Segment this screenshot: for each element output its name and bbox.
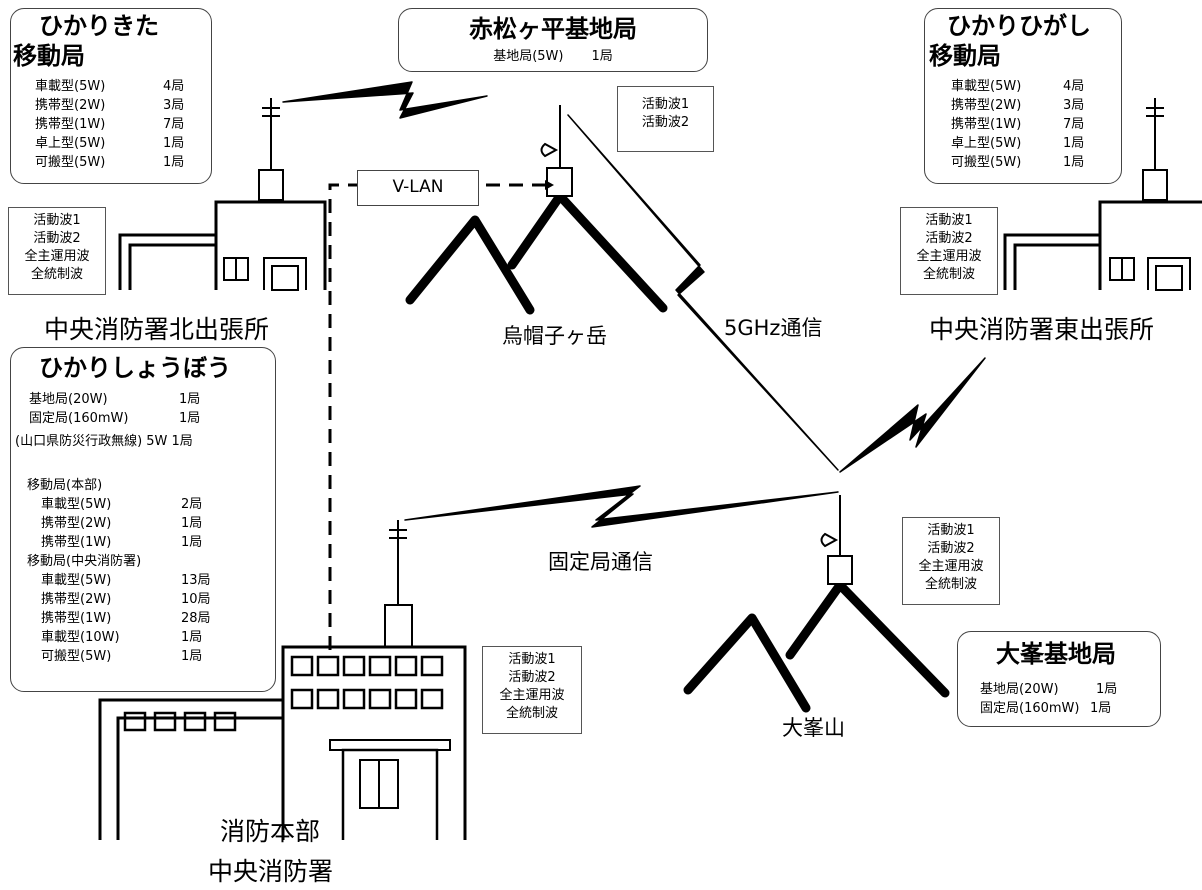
wave-label: 全主運用波 <box>24 249 90 264</box>
east-waves-box: 活動波1 活動波2 全主運用波 全統制波 <box>900 207 998 295</box>
north-title-line1: ひかりきた <box>39 12 159 40</box>
omine-title: 大峯基地局 <box>996 640 1116 668</box>
wave-label: 活動波2 <box>508 670 556 685</box>
wave-label: 活動波1 <box>927 523 975 538</box>
north-radio-link <box>282 81 488 119</box>
wave-label: 活動波2 <box>641 115 690 130</box>
omine-items: 基地局(20W)1局 固定局(160mW)1局 <box>980 680 1117 718</box>
north-antenna <box>262 98 280 170</box>
omine-waves-box: 活動波1 活動波2 全主運用波 全統制波 <box>902 517 1000 605</box>
hikari-line: 固定局(160mW)1局 <box>29 411 201 426</box>
wave-label: 活動波1 <box>925 213 973 228</box>
east-branch-building <box>1003 169 1202 291</box>
akamatsu-dish <box>540 142 559 158</box>
akamatsu-item-row: 基地局(5W) 1局 <box>399 45 707 64</box>
hq-label-line1: 消防本部 <box>220 817 321 846</box>
east-item: 車載型(5W)4局 <box>951 79 1085 94</box>
wave-label: 全主運用波 <box>499 688 565 703</box>
akamatsu-waves-box: 活動波1 活動波2 <box>617 86 714 152</box>
omine-station-box <box>827 555 853 585</box>
wave-label: 活動波2 <box>33 231 81 246</box>
north-item: 携帯型(1W)7局 <box>35 117 185 132</box>
vlan-link <box>328 183 545 650</box>
omine-mountain-label: 大峯山 <box>782 716 845 740</box>
akamatsu-box: 赤松ヶ平基地局 基地局(5W) 1局 <box>398 8 708 72</box>
east-title-line1: ひかりひがし <box>947 12 1091 40</box>
east-branch-label: 中央消防署東出張所 <box>929 315 1155 344</box>
hikari-pref-line: (山口県防災行政無線) 5W 1局 <box>15 434 193 449</box>
omine-dish <box>820 532 839 548</box>
chuo-line: 車載型(10W)1局 <box>41 630 203 645</box>
akamatsu-count: 1局 <box>591 49 613 64</box>
link-fixed-label: 固定局通信 <box>548 550 653 574</box>
chuo-line: 可搬型(5W)1局 <box>41 649 203 664</box>
hikari-line: 基地局(20W)1局 <box>29 392 201 407</box>
honbu-line: 携帯型(1W)1局 <box>41 535 203 550</box>
north-item: 車載型(5W)4局 <box>35 79 185 94</box>
chuo-line: 携帯型(2W)10局 <box>41 592 211 607</box>
hikari-shobo-box: ひかりしょうぼう 基地局(20W)1局 固定局(160mW)1局 (山口県防災行… <box>10 347 276 692</box>
eboshi-label: 烏帽子ヶ岳 <box>502 324 607 348</box>
akamatsu-item: 基地局(5W) <box>493 49 564 64</box>
east-title-line2: 移動局 <box>929 42 1001 70</box>
north-branch-label: 中央消防署北出張所 <box>44 315 270 344</box>
eboshi-mountain <box>405 191 668 315</box>
honbu-line: 車載型(5W)2局 <box>41 497 203 512</box>
link-fixed <box>404 485 839 528</box>
east-antenna <box>1146 98 1164 170</box>
east-items: 車載型(5W)4局 携帯型(2W)3局 携帯型(1W)7局 卓上型(5W)1局 … <box>951 77 1084 172</box>
chuo-header: 移動局(中央消防署) <box>27 554 142 569</box>
north-item: 卓上型(5W)1局 <box>35 136 185 151</box>
link-5ghz <box>567 114 839 471</box>
wave-label: 全統制波 <box>924 577 977 592</box>
honbu-line: 携帯型(2W)1局 <box>41 516 203 531</box>
wave-label: 全統制波 <box>30 267 83 282</box>
chuo-line: 車載型(5W)13局 <box>41 573 211 588</box>
east-item: 携帯型(2W)3局 <box>951 98 1085 113</box>
vlan-label-box: V-LAN <box>357 170 479 206</box>
wave-label: 全統制波 <box>505 706 558 721</box>
wave-label: 活動波1 <box>508 652 556 667</box>
akamatsu-title: 赤松ヶ平基地局 <box>469 15 637 43</box>
omine-base-box: 大峯基地局 基地局(20W)1局 固定局(160mW)1局 <box>957 631 1161 727</box>
omine-item: 固定局(160mW)1局 <box>980 701 1112 716</box>
east-item: 可搬型(5W)1局 <box>951 155 1085 170</box>
east-item: 卓上型(5W)1局 <box>951 136 1085 151</box>
akamatsu-station-box <box>546 167 573 197</box>
wave-label: 全統制波 <box>922 267 975 282</box>
north-item: 携帯型(2W)3局 <box>35 98 185 113</box>
hq-waves-box: 活動波1 活動波2 全主運用波 全統制波 <box>482 646 582 734</box>
east-item: 携帯型(1W)7局 <box>951 117 1085 132</box>
link-5ghz-label: 5GHz通信 <box>724 316 823 340</box>
wave-label: 活動波2 <box>925 231 973 246</box>
north-branch-building <box>118 169 327 291</box>
hq-antenna <box>389 520 407 605</box>
wave-label: 活動波1 <box>33 213 81 228</box>
wave-label: 全主運用波 <box>918 559 984 574</box>
omine-item: 基地局(20W)1局 <box>980 682 1118 697</box>
wave-label: 全主運用波 <box>916 249 982 264</box>
chuo-lines: 車載型(5W)13局 携帯型(2W)10局 携帯型(1W)28局 車載型(10W… <box>41 571 211 666</box>
hikari-title: ひかりしょうぼう <box>39 354 231 382</box>
vlan-label: V-LAN <box>392 177 444 197</box>
north-items: 車載型(5W)4局 携帯型(2W)3局 携帯型(1W)7局 卓上型(5W)1局 … <box>35 77 184 172</box>
wave-label: 活動波2 <box>927 541 975 556</box>
honbu-header: 移動局(本部) <box>27 478 103 493</box>
link-east <box>839 357 986 473</box>
east-mobile-box: ひかりひがし 移動局 車載型(5W)4局 携帯型(2W)3局 携帯型(1W)7局… <box>924 8 1122 184</box>
north-mobile-box: ひかりきた 移動局 車載型(5W)4局 携帯型(2W)3局 携帯型(1W)7局 … <box>10 8 212 184</box>
wave-label: 活動波1 <box>641 97 690 112</box>
honbu-lines: 車載型(5W)2局 携帯型(2W)1局 携帯型(1W)1局 <box>41 495 202 552</box>
chuo-line: 携帯型(1W)28局 <box>41 611 211 626</box>
hikari-main-lines: 基地局(20W)1局 固定局(160mW)1局 <box>29 390 200 428</box>
hq-label-line2: 中央消防署 <box>208 857 334 886</box>
north-waves-box: 活動波1 活動波2 全主運用波 全統制波 <box>8 207 106 295</box>
north-item: 可搬型(5W)1局 <box>35 155 185 170</box>
north-title-line2: 移動局 <box>13 42 85 70</box>
